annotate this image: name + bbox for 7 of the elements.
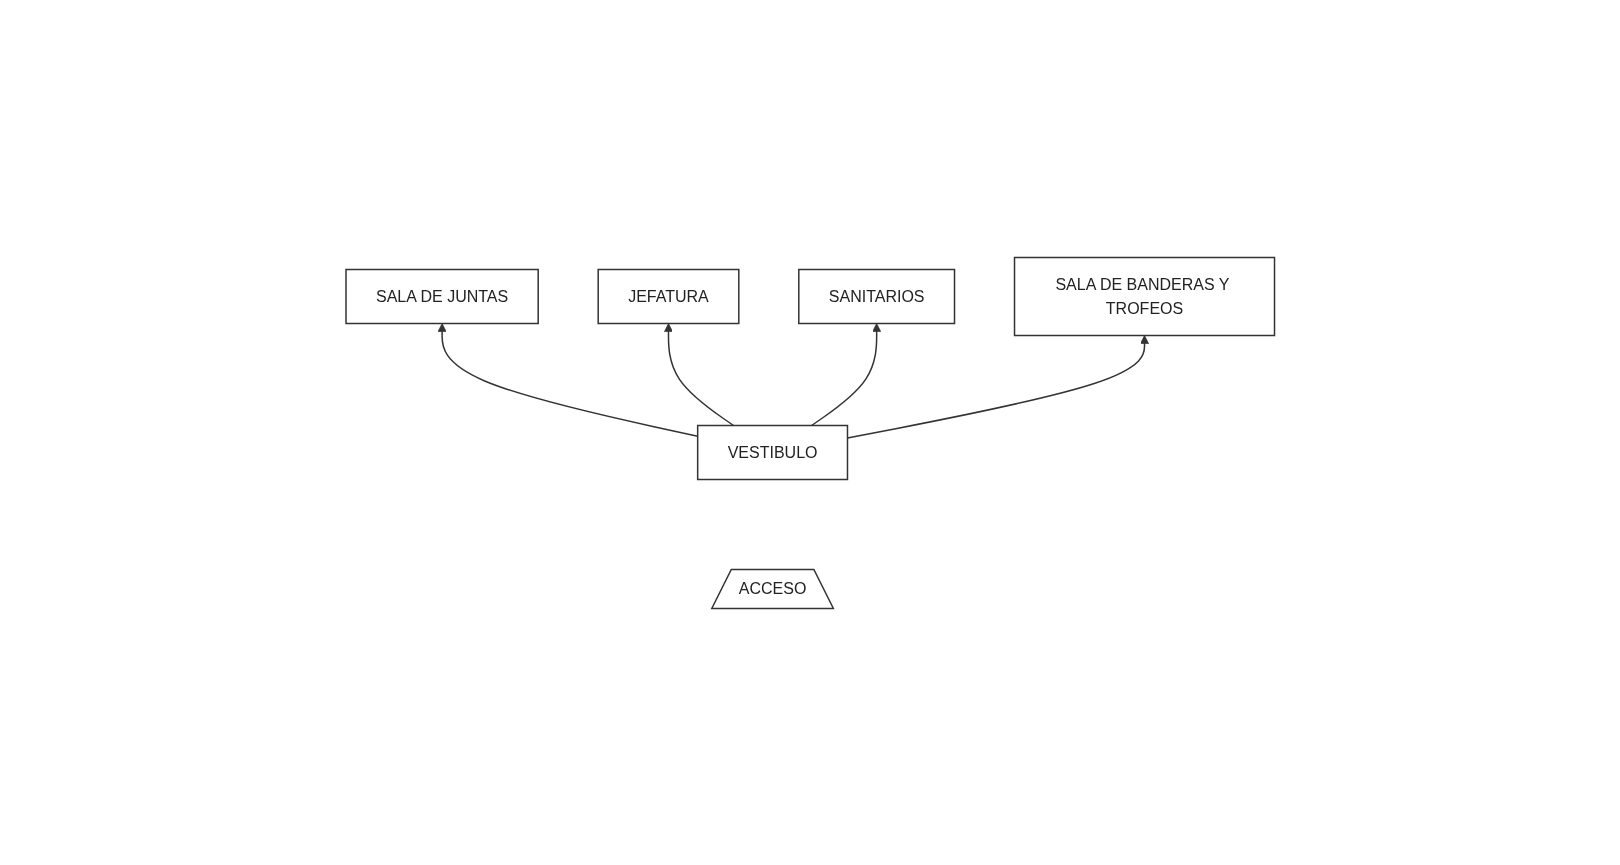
node-box: SANITARIOS	[797, 268, 955, 324]
arrow	[810, 322, 881, 426]
node-box: VESTIBULO	[696, 424, 848, 480]
node-box: SALA DE BANDERAS Y TROFEOS	[1013, 256, 1275, 336]
node-box: JEFATURA	[597, 268, 740, 324]
arrow	[663, 322, 735, 426]
node-box: SALA DE JUNTAS	[345, 268, 539, 324]
